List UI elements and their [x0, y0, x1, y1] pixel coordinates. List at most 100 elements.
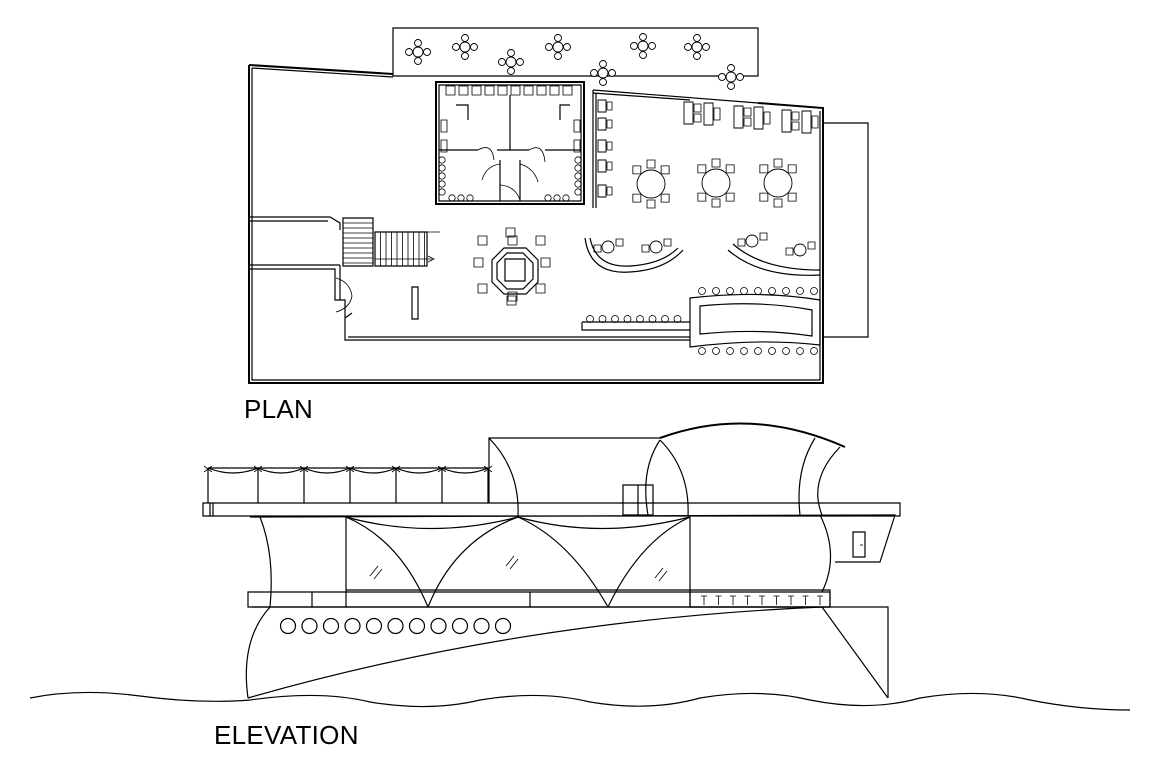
chair [714, 108, 720, 120]
sink [439, 181, 445, 187]
bar-stool [649, 316, 656, 323]
chair [642, 245, 649, 252]
chair [726, 193, 734, 201]
chair [760, 233, 767, 240]
booth-table [684, 102, 693, 124]
sink [439, 173, 445, 179]
table [413, 47, 423, 57]
counter-seats [594, 233, 815, 256]
outdoor-terrace [393, 28, 758, 76]
table-with-chairs [406, 40, 431, 65]
chair [647, 200, 655, 208]
chair [607, 162, 612, 170]
chair [712, 199, 720, 207]
chair [786, 248, 793, 255]
chair [744, 118, 751, 126]
chair [633, 194, 641, 202]
sink [563, 195, 569, 201]
table [598, 140, 606, 152]
bar-stool [741, 288, 748, 295]
chair [541, 258, 550, 267]
table-with-chairs [591, 61, 616, 86]
bar-stool [811, 348, 818, 355]
chair [546, 44, 553, 51]
canopy-joint [204, 466, 212, 472]
urinal [441, 120, 447, 132]
booth-table [704, 103, 713, 125]
curved-counters [585, 238, 820, 275]
terrace-tables [406, 34, 744, 90]
toilet [498, 86, 507, 95]
table-with-chairs [631, 34, 656, 59]
chair [792, 112, 799, 120]
canopy-joint [484, 466, 492, 472]
bar-stool [713, 288, 720, 295]
railing-post [788, 596, 794, 605]
porthole [410, 619, 425, 634]
railing-post [759, 596, 765, 605]
chair [453, 44, 460, 51]
chair [506, 228, 515, 237]
central-table [474, 228, 550, 305]
bar-stool [662, 316, 669, 323]
booth-seating [684, 102, 818, 133]
chair [737, 74, 744, 81]
upper-deck [203, 438, 900, 516]
bar-stool [797, 348, 804, 355]
table-with-chairs [453, 35, 478, 60]
toilet [550, 86, 559, 95]
table [726, 72, 736, 82]
porthole [324, 619, 339, 634]
table [598, 68, 608, 78]
chair [424, 49, 431, 56]
sink [467, 195, 473, 201]
side-seating [593, 90, 612, 208]
chair [600, 79, 607, 86]
chair [508, 50, 515, 57]
railing-post [817, 596, 823, 605]
chair [507, 296, 516, 305]
chair [788, 165, 796, 173]
booth-table [782, 110, 791, 132]
sink [439, 189, 445, 195]
chair [661, 194, 669, 202]
booth-table [754, 107, 763, 129]
bar-stool [699, 348, 706, 355]
bar-stool [769, 288, 776, 295]
canopy-joint [392, 466, 400, 472]
chair [640, 34, 647, 41]
chair [616, 239, 623, 246]
bar-stool [599, 316, 606, 323]
table-with-chairs [499, 50, 524, 75]
bar-stool [811, 288, 818, 295]
urinal [574, 120, 580, 132]
bar-stool [637, 316, 644, 323]
chair [536, 236, 545, 245]
table [638, 41, 648, 51]
glass-arches [346, 517, 690, 607]
chair [728, 83, 735, 90]
bar-stool [797, 288, 804, 295]
chair [564, 44, 571, 51]
porthole [496, 619, 511, 634]
railing-post [730, 596, 736, 605]
railing-post [701, 596, 707, 605]
chair [607, 120, 612, 128]
chair [764, 112, 770, 124]
chair [415, 40, 422, 47]
chair [792, 122, 799, 130]
sink [458, 195, 464, 201]
chair [647, 160, 655, 168]
chair [685, 44, 692, 51]
chair [808, 242, 815, 249]
chair [594, 245, 601, 252]
chair [508, 68, 515, 75]
chair [640, 52, 647, 59]
table [460, 42, 470, 52]
canopy-joint [346, 466, 354, 472]
porthole [431, 619, 446, 634]
lower-deck [248, 590, 830, 607]
chair [812, 116, 818, 128]
water-line [30, 692, 1130, 710]
table-with-chairs [546, 35, 571, 60]
